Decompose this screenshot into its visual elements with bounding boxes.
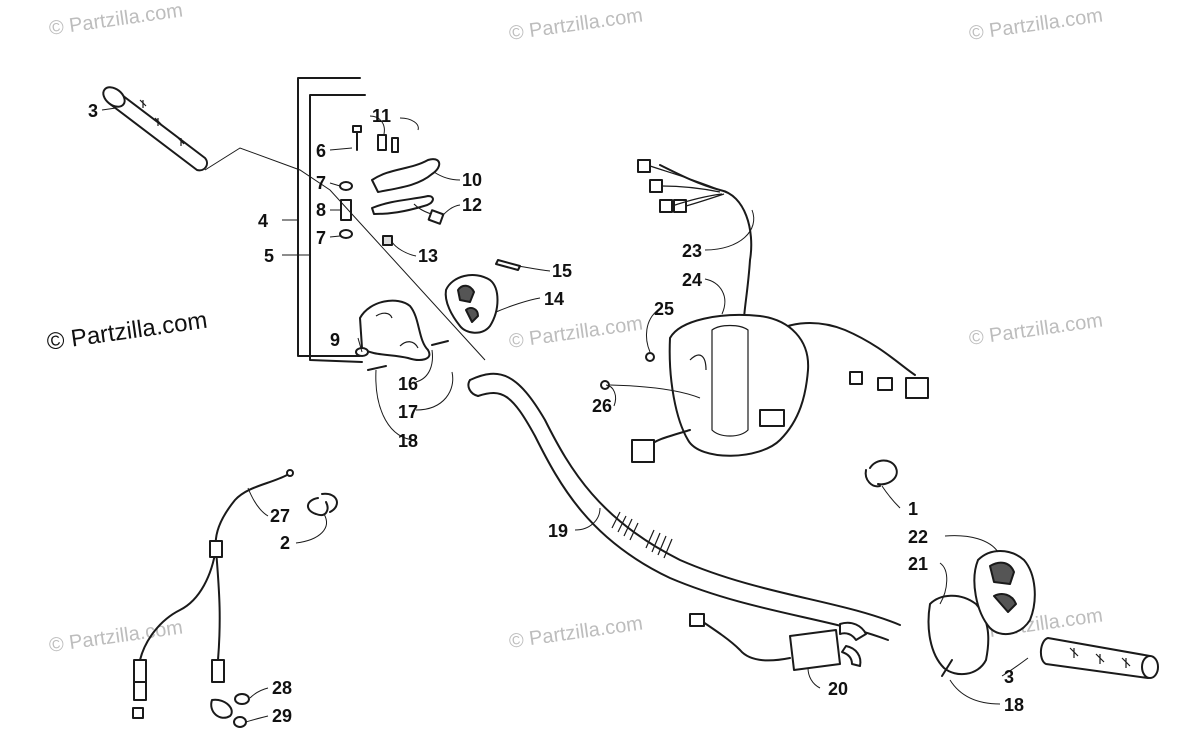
watermark-mid-right: © Partzilla.com	[968, 309, 1105, 350]
callout-2: 2	[280, 533, 290, 553]
throttle-cable	[132, 469, 338, 728]
callout-18-right: 18	[1004, 695, 1024, 715]
callout-16: 16	[398, 374, 418, 394]
callout-29: 29	[272, 706, 292, 726]
watermark-top-left: © Partzilla.com	[48, 0, 185, 40]
callout-24: 24	[682, 270, 702, 290]
brake-lever-assembly	[339, 125, 445, 246]
callout-17: 17	[398, 402, 418, 422]
callout-23: 23	[682, 241, 702, 261]
callout-10: 10	[462, 170, 482, 190]
right-grip	[1040, 637, 1159, 679]
callout-15: 15	[552, 261, 572, 281]
watermark-main: © Partzilla.com	[45, 307, 209, 356]
left-switch-housing	[355, 259, 521, 371]
callout-20: 20	[828, 679, 848, 699]
left-grip	[102, 86, 208, 172]
callout-labels: 3 4 5 6 7 8 7 11 10 12 13 15 14 9 16 17 …	[88, 101, 1024, 726]
callout-25: 25	[654, 299, 674, 319]
callout-4: 4	[258, 211, 268, 231]
cable-bracket-lines	[297, 77, 366, 363]
callout-3-right: 3	[1004, 667, 1014, 687]
callout-19: 19	[548, 521, 568, 541]
callout-11: 11	[372, 106, 391, 126]
callout-27: 27	[270, 506, 290, 526]
callout-13: 13	[418, 246, 438, 266]
callout-18-left: 18	[398, 431, 418, 451]
callout-14: 14	[544, 289, 564, 309]
callout-8: 8	[316, 200, 326, 220]
watermark-top-center: © Partzilla.com	[508, 4, 645, 45]
leader-lines	[101, 107, 1029, 723]
callout-28: 28	[272, 678, 292, 698]
watermark-mid-center: © Partzilla.com	[508, 312, 645, 353]
callout-1: 1	[908, 499, 918, 519]
callout-26: 26	[592, 396, 612, 416]
watermark-bottom-center: © Partzilla.com	[508, 612, 645, 653]
handlebar-knurl	[611, 511, 673, 559]
callout-12: 12	[462, 195, 482, 215]
callout-7-bottom: 7	[316, 228, 326, 248]
center-cover-and-harness	[600, 159, 929, 463]
callout-6: 6	[316, 141, 326, 161]
callout-7-top: 7	[316, 173, 326, 193]
callout-5: 5	[264, 246, 274, 266]
watermark-top-right: © Partzilla.com	[968, 4, 1105, 45]
grip-heater-element	[689, 613, 867, 671]
watermarks: © Partzilla.com © Partzilla.com © Partzi…	[45, 0, 1104, 657]
callout-9: 9	[330, 330, 340, 350]
callout-22: 22	[908, 527, 928, 547]
callout-21: 21	[908, 554, 928, 574]
callout-3-left: 3	[88, 101, 98, 121]
right-switch-housing	[864, 459, 1036, 677]
handlebar	[467, 372, 901, 641]
